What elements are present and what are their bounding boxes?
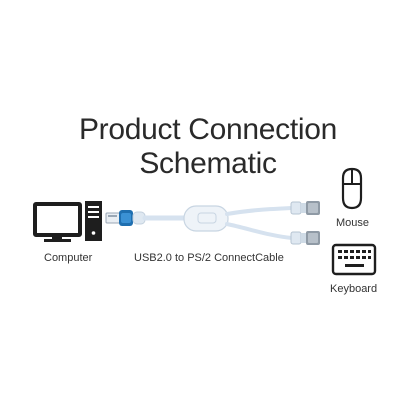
- keyboard-label: Keyboard: [330, 283, 378, 295]
- ps2-connector-keyboard: [290, 231, 320, 245]
- desktop-computer-icon: [33, 201, 102, 242]
- page-title-line1: Product Connection: [78, 113, 338, 146]
- mouse-icon: [341, 167, 363, 210]
- usb-plug: [105, 210, 146, 226]
- cable-branch-keyboard: [225, 222, 294, 240]
- mouse-label: Mouse: [336, 217, 370, 229]
- keyboard-icon: [331, 243, 377, 276]
- cable-branch-mouse: [225, 206, 294, 216]
- computer-label: Computer: [44, 252, 93, 264]
- ps2-connector-mouse: [290, 201, 320, 215]
- cable-label: USB2.0 to PS/2 ConnectCable: [134, 252, 284, 264]
- page-title-line2: Schematic: [139, 147, 277, 180]
- cable-splitter: [183, 205, 229, 232]
